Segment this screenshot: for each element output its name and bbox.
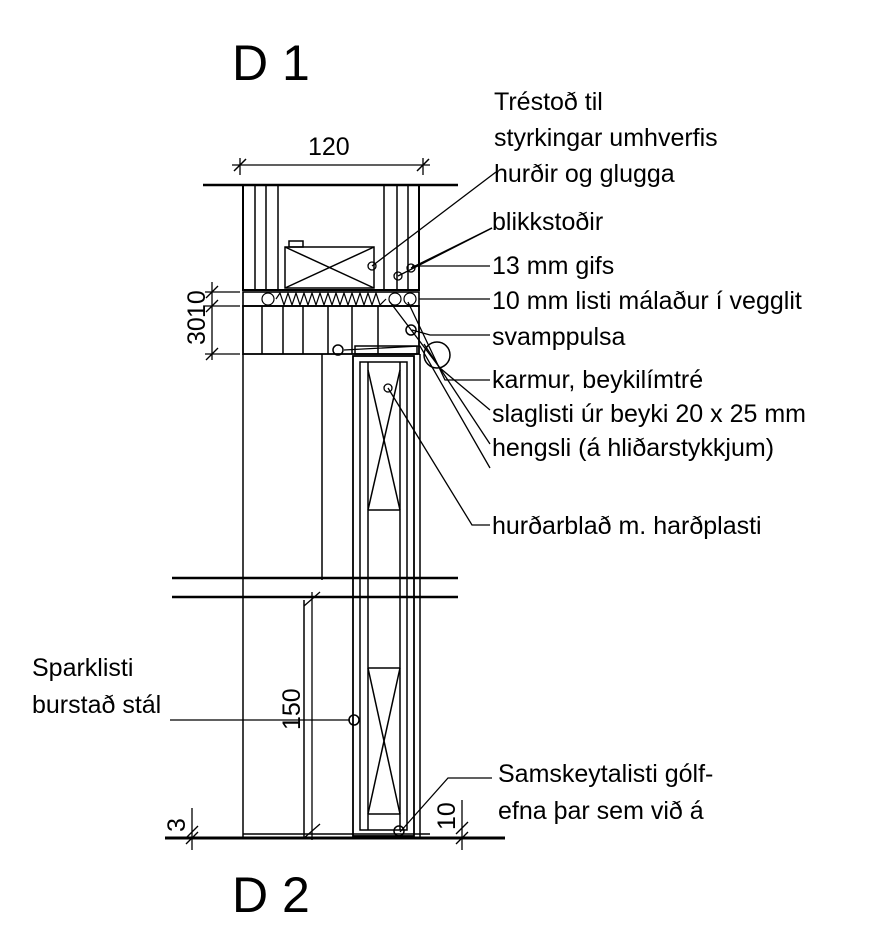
label-samskeyta-line1: Samskeytalisti gólf- (498, 760, 713, 788)
label-trestod-line2: styrkingar umhverfis (494, 124, 718, 152)
dimension-120: 120 (232, 133, 430, 175)
break-lines (172, 576, 458, 599)
label-svamppulsa: svamppulsa (492, 323, 625, 351)
label-listi: 10 mm listi málaður í vegglit (492, 287, 802, 315)
label-slaglisti: slaglisti úr beyki 20 x 25 mm (492, 400, 806, 428)
dimension-10-right (455, 800, 469, 850)
heading-d1: D 1 (232, 35, 310, 91)
label-sparklisti-line1: Sparklisti (32, 654, 133, 682)
dimension-30-label: 30 (183, 317, 211, 345)
dimension-10-right-label: 10 (433, 802, 461, 830)
heading-d2: D 2 (232, 867, 310, 923)
label-blikkstodir: blikkstoðir (492, 208, 603, 236)
label-trestod-line3: hurðir og glugga (494, 160, 675, 188)
label-gifs: 13 mm gifs (492, 252, 614, 280)
label-karmur: karmur, beykilímtré (492, 366, 703, 394)
label-trestod-line1: Tréstoð til (494, 88, 603, 116)
floor (165, 825, 505, 840)
dimension-3-label: 3 (163, 818, 191, 832)
dimension-10-label: 10 (183, 290, 211, 318)
dimension-120-label: 120 (308, 133, 350, 161)
dimension-150-label: 150 (278, 688, 306, 730)
sponge-strip (242, 291, 420, 307)
label-samskeyta-line2: efna þar sem við á (498, 797, 704, 825)
dimension-3 (185, 808, 199, 850)
label-sparklisti-line2: burstað stál (32, 691, 161, 719)
label-hengsli: hengsli (á hliðarstykkjum) (492, 434, 774, 462)
door-frame (242, 305, 451, 369)
label-hurdarblad: hurðarblað m. harðplasti (492, 512, 762, 540)
dimension-150 (303, 591, 321, 840)
leader-lines (170, 171, 497, 833)
wall-head (203, 183, 458, 291)
dimension-30-10 (205, 282, 240, 361)
